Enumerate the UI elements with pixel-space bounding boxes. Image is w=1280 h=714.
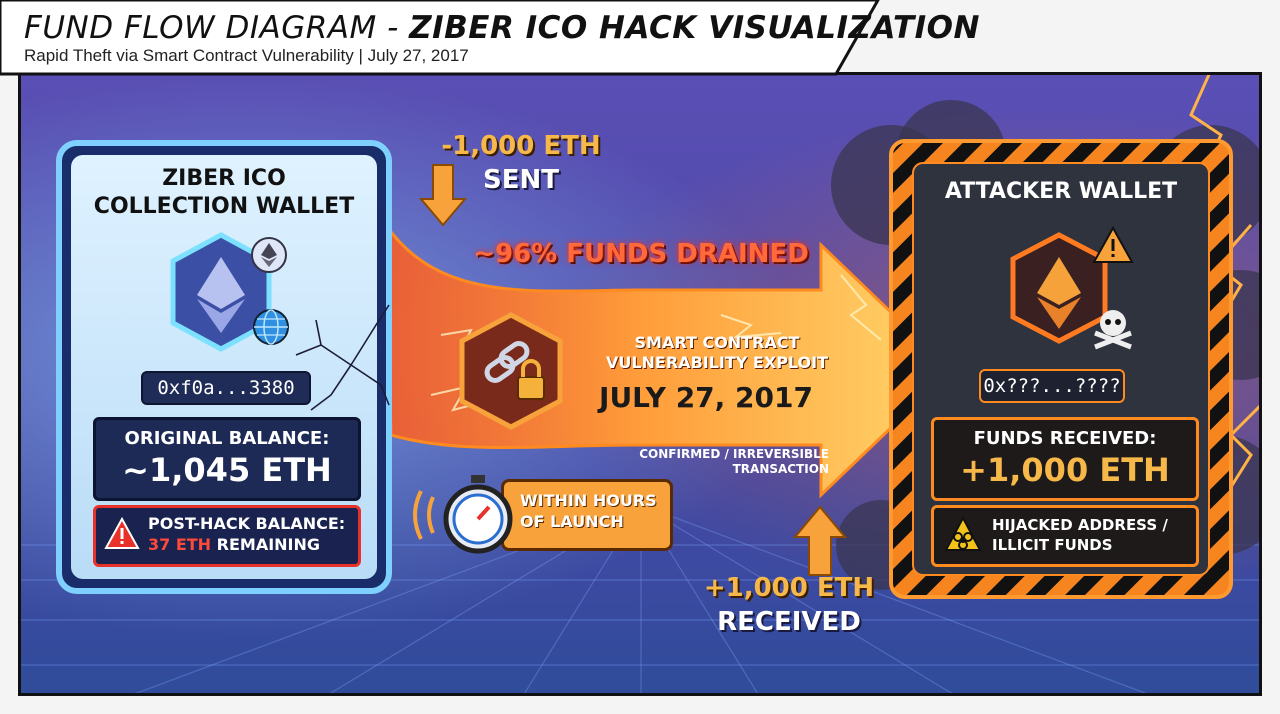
exploit-date: JULY 27, 2017 bbox=[599, 381, 813, 414]
post-hack-value: 37 ETH REMAINING bbox=[148, 535, 320, 554]
timer-callout: WITHIN HOURS OF LAUNCH bbox=[501, 479, 673, 551]
exploit-label-line2: VULNERABILITY EXPLOIT bbox=[605, 353, 829, 372]
warning-line2: ILLICIT FUNDS bbox=[992, 536, 1113, 554]
warning-icon bbox=[104, 516, 140, 549]
page-title: FUND FLOW DIAGRAM - ZIBER ICO HACK VISUA… bbox=[24, 10, 980, 46]
up-arrow-icon bbox=[792, 505, 848, 576]
attacker-ethereum-icon bbox=[1010, 232, 1108, 344]
exploit-label: SMART CONTRACT VULNERABILITY EXPLOIT bbox=[587, 333, 847, 373]
original-balance-value: ~1,045 ETH bbox=[122, 451, 332, 489]
attacker-wallet-title: ATTACKER WALLET bbox=[944, 179, 1178, 204]
page-subtitle: Rapid Theft via Smart Contract Vulnerabi… bbox=[24, 46, 469, 65]
received-label: RECEIVED bbox=[717, 607, 861, 637]
down-arrow-icon bbox=[419, 164, 467, 227]
flow-arrow bbox=[384, 220, 954, 499]
confirmation-note: CONFIRMED / IRREVERSIBLE TRANSACTION bbox=[629, 447, 829, 477]
source-address: 0xf0a...3380 bbox=[141, 371, 311, 405]
skull-crossbones-icon bbox=[1094, 310, 1132, 350]
funds-received-box: FUNDS RECEIVED: +1,000 ETH bbox=[931, 417, 1199, 501]
warning-line1: HIJACKED ADDRESS / bbox=[992, 516, 1168, 534]
post-hack-remaining-label: REMAINING bbox=[211, 535, 321, 554]
source-wallet-title-line1: ZIBER ICO bbox=[162, 166, 286, 191]
biohazard-icon bbox=[944, 516, 982, 551]
source-wallet-title: ZIBER ICO COLLECTION WALLET bbox=[71, 165, 377, 221]
stopwatch-icon bbox=[413, 475, 513, 554]
ethereum-icon bbox=[170, 232, 272, 352]
post-hack-balance-box: POST-HACK BALANCE: 37 ETH REMAINING bbox=[93, 505, 361, 567]
ethereum-coin-icon bbox=[251, 237, 287, 273]
funds-received-value: +1,000 ETH bbox=[960, 451, 1170, 489]
title-bold: ZIBER ICO HACK VISUALIZATION bbox=[409, 10, 980, 46]
header-banner: FUND FLOW DIAGRAM - ZIBER ICO HACK VISUA… bbox=[0, 0, 979, 76]
sent-label: SENT bbox=[483, 165, 559, 195]
original-balance-box: ORIGINAL BALANCE: ~1,045 ETH bbox=[93, 417, 361, 501]
hijacked-warning-box: HIJACKED ADDRESS / ILLICIT FUNDS bbox=[931, 505, 1199, 567]
confirmation-line2: TRANSACTION bbox=[732, 462, 829, 476]
crack-lines bbox=[295, 304, 390, 411]
sent-amount: -1,000 ETH bbox=[441, 131, 601, 161]
globe-icon bbox=[253, 309, 289, 345]
original-balance-label: ORIGINAL BALANCE: bbox=[124, 428, 330, 449]
funds-received-label: FUNDS RECEIVED: bbox=[973, 428, 1157, 449]
diagram-frame: ZIBER ICO COLLECTION WALLET 0xf0a...3380… bbox=[18, 72, 1262, 696]
confirmation-line1: CONFIRMED / IRREVERSIBLE bbox=[639, 447, 829, 461]
header-shape bbox=[0, 0, 880, 76]
broken-chain-lock-icon bbox=[459, 312, 563, 430]
drained-percentage: ~96% FUNDS DRAINED bbox=[473, 239, 809, 269]
post-hack-remaining-amount: 37 ETH bbox=[148, 535, 212, 554]
post-hack-label: POST-HACK BALANCE: bbox=[148, 514, 346, 533]
source-wallet-title-line2: COLLECTION WALLET bbox=[93, 194, 355, 219]
timer-line2: OF LAUNCH bbox=[520, 512, 624, 531]
received-amount: +1,000 ETH bbox=[703, 573, 875, 603]
attacker-warning-icon bbox=[1092, 225, 1134, 263]
timer-line1: WITHIN HOURS bbox=[520, 491, 657, 510]
attacker-address: 0x???...???? bbox=[979, 369, 1125, 403]
exploit-label-line1: SMART CONTRACT bbox=[634, 333, 800, 352]
title-prefix: FUND FLOW DIAGRAM - bbox=[24, 10, 410, 46]
